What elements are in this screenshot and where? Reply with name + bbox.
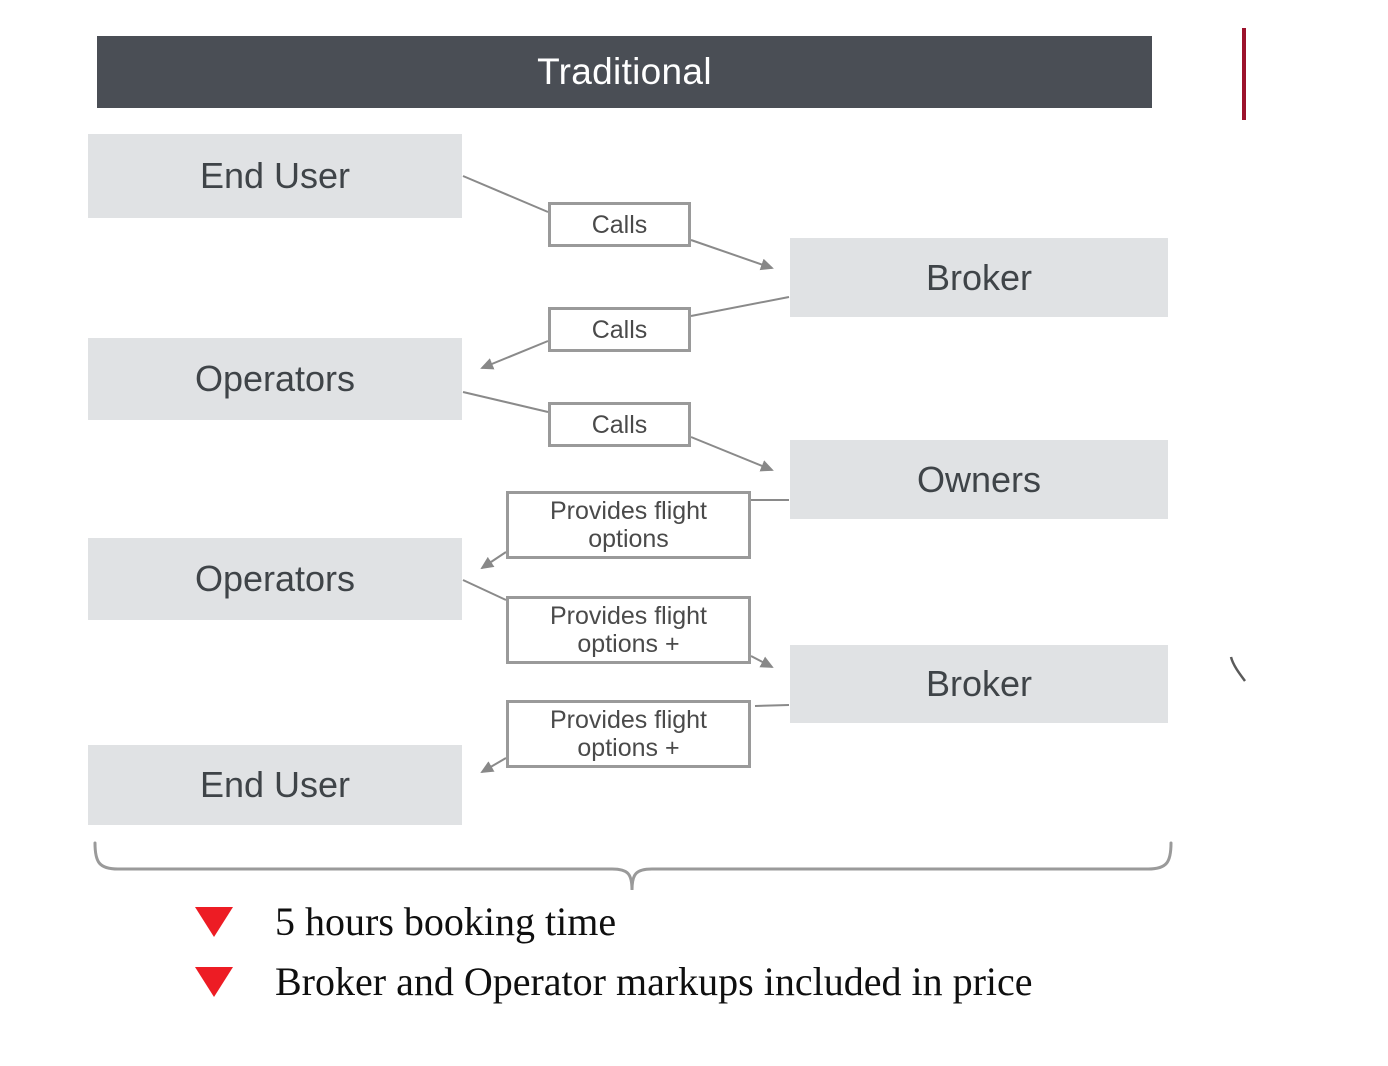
edge-label-provides-2[interactable]: Provides flight options + (506, 596, 751, 664)
node-operators-2[interactable]: Operators (88, 538, 462, 620)
red-triangle-down-icon (195, 906, 233, 937)
bullet-text: 5 hours booking time (275, 899, 617, 944)
edge-label-text: Provides flight options + (549, 602, 708, 658)
page-title: Traditional (537, 51, 712, 92)
node-label: Broker (925, 256, 1033, 298)
red-vertical-rule-artifact (1242, 28, 1246, 120)
node-label: Operators (194, 358, 356, 399)
node-operators-1[interactable]: Operators (88, 338, 462, 420)
node-label: End User (199, 155, 351, 196)
summary-brace (93, 841, 1173, 891)
node-label: Owners (916, 458, 1042, 500)
section-header-traditional: Traditional (97, 36, 1152, 108)
node-label: Operators (194, 558, 356, 599)
brace-fragment-artifact (1229, 656, 1247, 682)
node-label: Broker (925, 663, 1033, 704)
edge-label-text: Calls (591, 410, 648, 439)
node-owners[interactable]: Owners (790, 440, 1168, 519)
bullet-text: Broker and Operator markups included in … (275, 959, 1033, 1004)
edge-label-text: Calls (591, 210, 648, 239)
edge-label-calls-1[interactable]: Calls (548, 202, 691, 247)
edge-label-provides-3[interactable]: Provides flight options + (506, 700, 751, 768)
bullet-item: 5 hours booking time (195, 898, 1195, 945)
bullet-item: Broker and Operator markups included in … (195, 958, 1195, 1005)
node-broker-top[interactable]: Broker (790, 238, 1168, 317)
node-end-user-bottom[interactable]: End User (88, 745, 462, 825)
edge-label-calls-3[interactable]: Calls (548, 402, 691, 447)
node-end-user-top[interactable]: End User (88, 134, 462, 218)
edge-label-text: Provides flight options (549, 497, 708, 553)
red-triangle-down-icon (195, 966, 233, 997)
node-broker-bottom[interactable]: Broker (790, 645, 1168, 723)
summary-bullets: 5 hours booking time Broker and Operator… (195, 898, 1195, 1018)
node-label: End User (199, 764, 351, 805)
edge-label-provides-1[interactable]: Provides flight options (506, 491, 751, 559)
edge-label-text: Provides flight options + (549, 706, 708, 762)
edge-label-calls-2[interactable]: Calls (548, 307, 691, 352)
edge-label-text: Calls (591, 315, 648, 344)
